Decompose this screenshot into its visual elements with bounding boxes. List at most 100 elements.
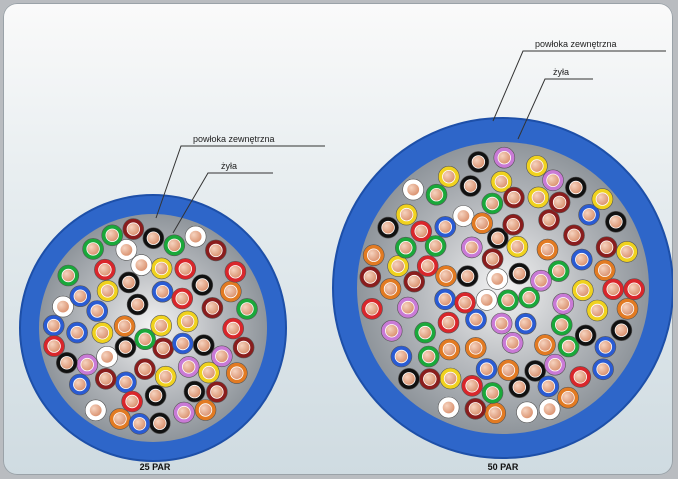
wire-conductor	[158, 370, 173, 384]
wire-conductor	[80, 357, 94, 372]
wire-conductor	[228, 265, 243, 279]
wire-conductor	[365, 302, 379, 316]
wire-conductor	[491, 231, 505, 245]
wire-conductor	[438, 220, 453, 234]
wire-conductor	[465, 379, 479, 393]
wire-conductor	[488, 406, 502, 420]
wire-conductor	[546, 173, 560, 188]
wire-conductor	[202, 365, 216, 380]
wire-conductor	[506, 217, 520, 232]
wire-conductor	[439, 269, 453, 283]
wire-conductor	[226, 321, 240, 336]
wire-conductor	[363, 270, 378, 284]
wire-conductor	[119, 375, 133, 390]
wire-conductor	[512, 380, 527, 394]
wire-conductor	[138, 332, 152, 346]
wire-conductor	[113, 412, 127, 426]
wire-bundle-left	[42, 218, 258, 435]
wire-conductor	[561, 391, 575, 405]
wire-conductor	[230, 366, 244, 380]
wire-conductor	[469, 341, 483, 355]
cable-25-par	[19, 194, 287, 462]
wire-conductor	[99, 372, 113, 386]
wire-conductor	[507, 190, 521, 205]
wire-conductor	[148, 388, 163, 403]
wire-conductor	[620, 245, 634, 259]
wire-conductor	[195, 278, 210, 292]
wire-conductor	[146, 231, 161, 245]
wire-conductor	[178, 262, 193, 276]
leader-lines-left	[155, 145, 325, 234]
wire-conductor	[520, 405, 534, 420]
wire-conductor	[552, 195, 567, 210]
wire-conductor	[485, 252, 500, 266]
caption-25-par: 25 PAR	[140, 462, 171, 472]
wire-conductor	[471, 155, 486, 169]
wire-conductor	[522, 290, 536, 305]
wire-conductor	[442, 169, 456, 184]
wire-conductor	[176, 336, 190, 351]
wire-conductor	[576, 283, 590, 297]
label-sheath-right: powłoka zewnętrzna	[535, 39, 617, 49]
wire-conductor	[598, 263, 612, 278]
wire-conductor	[132, 417, 147, 431]
wire-conductor	[407, 274, 421, 289]
wire-conductor	[188, 229, 203, 244]
wire-conductor	[443, 371, 458, 386]
wire-conductor	[383, 282, 398, 296]
wire-conductor	[479, 362, 494, 376]
wire-conductor	[422, 349, 436, 364]
wire-conductor	[598, 340, 613, 354]
wire-conductor	[73, 377, 87, 392]
wire-conductor	[540, 242, 555, 257]
wire-conductor	[534, 274, 548, 288]
wire-conductor	[510, 239, 525, 254]
wire-conductor	[480, 293, 494, 307]
wire-conductor	[197, 338, 211, 352]
wire-conductor	[134, 258, 149, 272]
wire-conductor	[456, 209, 471, 223]
wire-conductor	[100, 284, 115, 298]
wire-conductor	[105, 228, 119, 243]
wire-conductor	[210, 385, 224, 399]
wire-conductor	[441, 400, 456, 415]
caption-50-par: 50 PAR	[488, 462, 519, 472]
wire-conductor	[429, 187, 444, 202]
wire-conductor	[494, 316, 509, 331]
wire-conductor	[552, 264, 566, 278]
wire-conductor	[381, 220, 395, 235]
wire-conductor	[501, 363, 516, 377]
wire-conductor	[469, 312, 483, 327]
wire-conductor	[556, 297, 570, 311]
wire-conductor	[126, 222, 141, 236]
wire-conductor	[61, 268, 76, 283]
wire-conductor	[528, 364, 542, 378]
wire-conductor	[505, 336, 520, 350]
wire-conductor	[620, 302, 635, 316]
wire-conductor	[47, 339, 61, 353]
wire-conductor	[122, 275, 136, 290]
wire-conductor	[224, 284, 238, 299]
wire-conductor	[399, 240, 413, 255]
wire-conductor	[175, 291, 189, 306]
wire-conductor	[501, 293, 515, 307]
wire-conductor	[512, 266, 527, 281]
wire-conductor	[181, 360, 196, 374]
leader-lines-right	[492, 50, 666, 140]
wire-conductor	[531, 190, 546, 205]
wire-conductor	[567, 228, 581, 243]
cable-50-par	[332, 117, 673, 459]
wire-conductor	[130, 297, 145, 312]
wire-conductor	[569, 180, 583, 195]
wire-conductor	[98, 263, 112, 277]
diagram-frame: powłoka zewnętrzna żyła powłoka zewnętrz…	[3, 3, 673, 475]
label-core-right: żyła	[553, 67, 569, 77]
wire-conductor	[458, 296, 472, 310]
wire-conductor	[215, 349, 229, 364]
wire-conductor	[385, 324, 399, 338]
wire-conductor	[485, 196, 500, 211]
wire-conductor	[153, 416, 167, 430]
wire-conductor	[95, 326, 110, 340]
wire-conductor	[442, 342, 457, 357]
wire-conductor	[394, 349, 409, 364]
